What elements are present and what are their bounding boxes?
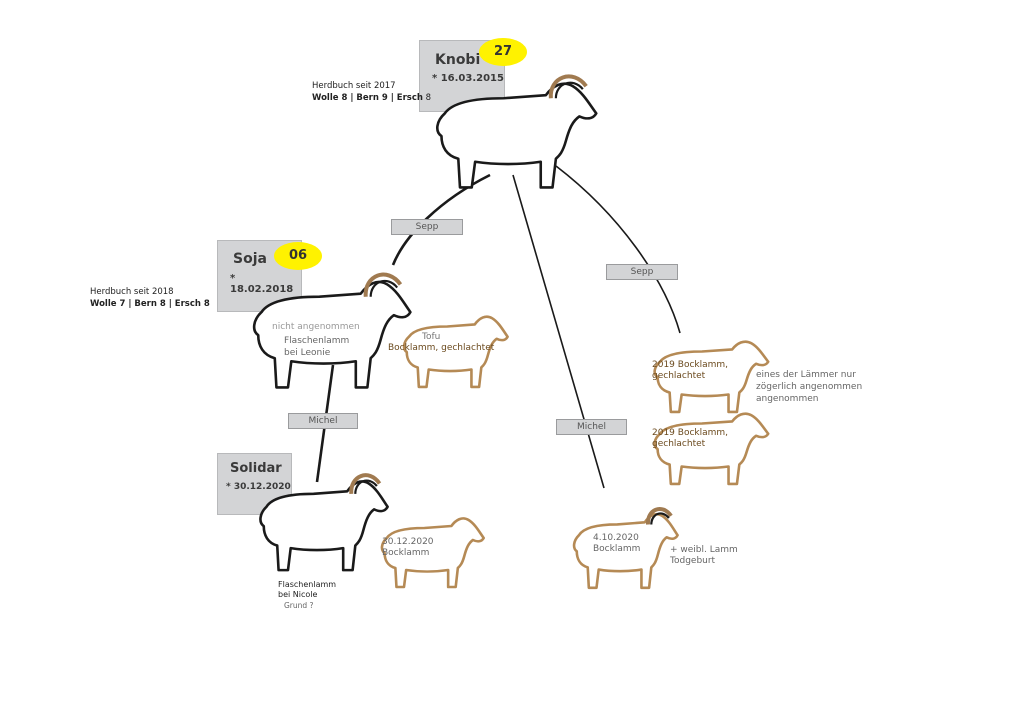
solidar-note-bottle: Flaschenlamm — [278, 580, 337, 589]
lambs-2019-note-2: zögerlich angenommen — [756, 382, 863, 392]
solidar-note-reason: Grund ? — [284, 601, 314, 610]
edge-knobi-right — [555, 165, 681, 334]
edge-knobi-soja — [391, 173, 491, 266]
lamb-2019-2-line2: gechlachtet — [652, 439, 706, 449]
lamb-4-10-2020-type: Bocklamm — [593, 544, 641, 554]
soja-note-bottle: Flaschenlamm — [284, 336, 350, 346]
lambs-2019-note-3: angenommen — [756, 394, 819, 404]
solidar-birth: * 30.12.2020 — [226, 482, 291, 492]
lamb-4-10-2020-note-1: + weibl. Lamm — [670, 545, 738, 555]
solidar-name: Solidar — [230, 461, 282, 476]
lamb-30-12-2020-type: Bocklamm — [382, 548, 430, 558]
edge-label-michel: Michel — [288, 413, 358, 429]
solidar-name-box: Solidar * 30.12.2020 — [217, 453, 292, 515]
lambs-2019-note-1: eines der Lämmer nur — [756, 370, 856, 380]
soja-note-not-accepted: nicht angenommen — [272, 322, 360, 332]
edge-label-michel: Michel — [556, 419, 627, 435]
lamb-tofu-name: Tofu — [422, 332, 441, 342]
soja-number-badge: 06 — [274, 242, 322, 270]
lamb-30-12-2020-date: 30.12.2020 — [382, 537, 434, 547]
knobi-scores: Wolle 8 | Bern 9 | Ersch 8 — [312, 93, 432, 103]
solidar-goat-icon — [258, 468, 390, 572]
edge-label-sepp: Sepp — [606, 264, 678, 280]
knobi-number-badge: 27 — [479, 38, 527, 66]
knobi-birth: * 16.03.2015 — [432, 73, 504, 84]
lamb-2019-2-line1: 2019 Bocklamm, — [652, 428, 729, 438]
soja-birth: * 18.02.2018 — [230, 273, 294, 295]
lamb-4-10-2020-date: 4.10.2020 — [593, 533, 639, 543]
solidar-note-nicole: bei Nicole — [278, 590, 318, 599]
lamb-2019-1-line2: gechlachtet — [652, 371, 706, 381]
lamb-2019-1-line1: 2019 Bocklamm, — [652, 360, 729, 370]
knobi-goat-icon — [428, 68, 603, 192]
soja-name: Soja — [233, 251, 267, 267]
edge-knobi-4-10 — [512, 174, 605, 489]
lamb-tofu-status: Bocklamm, gechlachtet — [388, 343, 495, 353]
soja-scores: Wolle 7 | Bern 8 | Ersch 8 — [90, 299, 210, 309]
knobi-name: Knobi — [435, 52, 481, 68]
edge-label-sepp: Sepp — [391, 219, 463, 235]
soja-herdbook: Herdbuch seit 2018 — [90, 287, 174, 297]
lamb-4-10-2020-note-2: Todgeburt — [670, 556, 716, 566]
soja-note-leonie: bei Leonie — [284, 348, 331, 358]
knobi-herdbook: Herdbuch seit 2017 — [312, 81, 396, 91]
